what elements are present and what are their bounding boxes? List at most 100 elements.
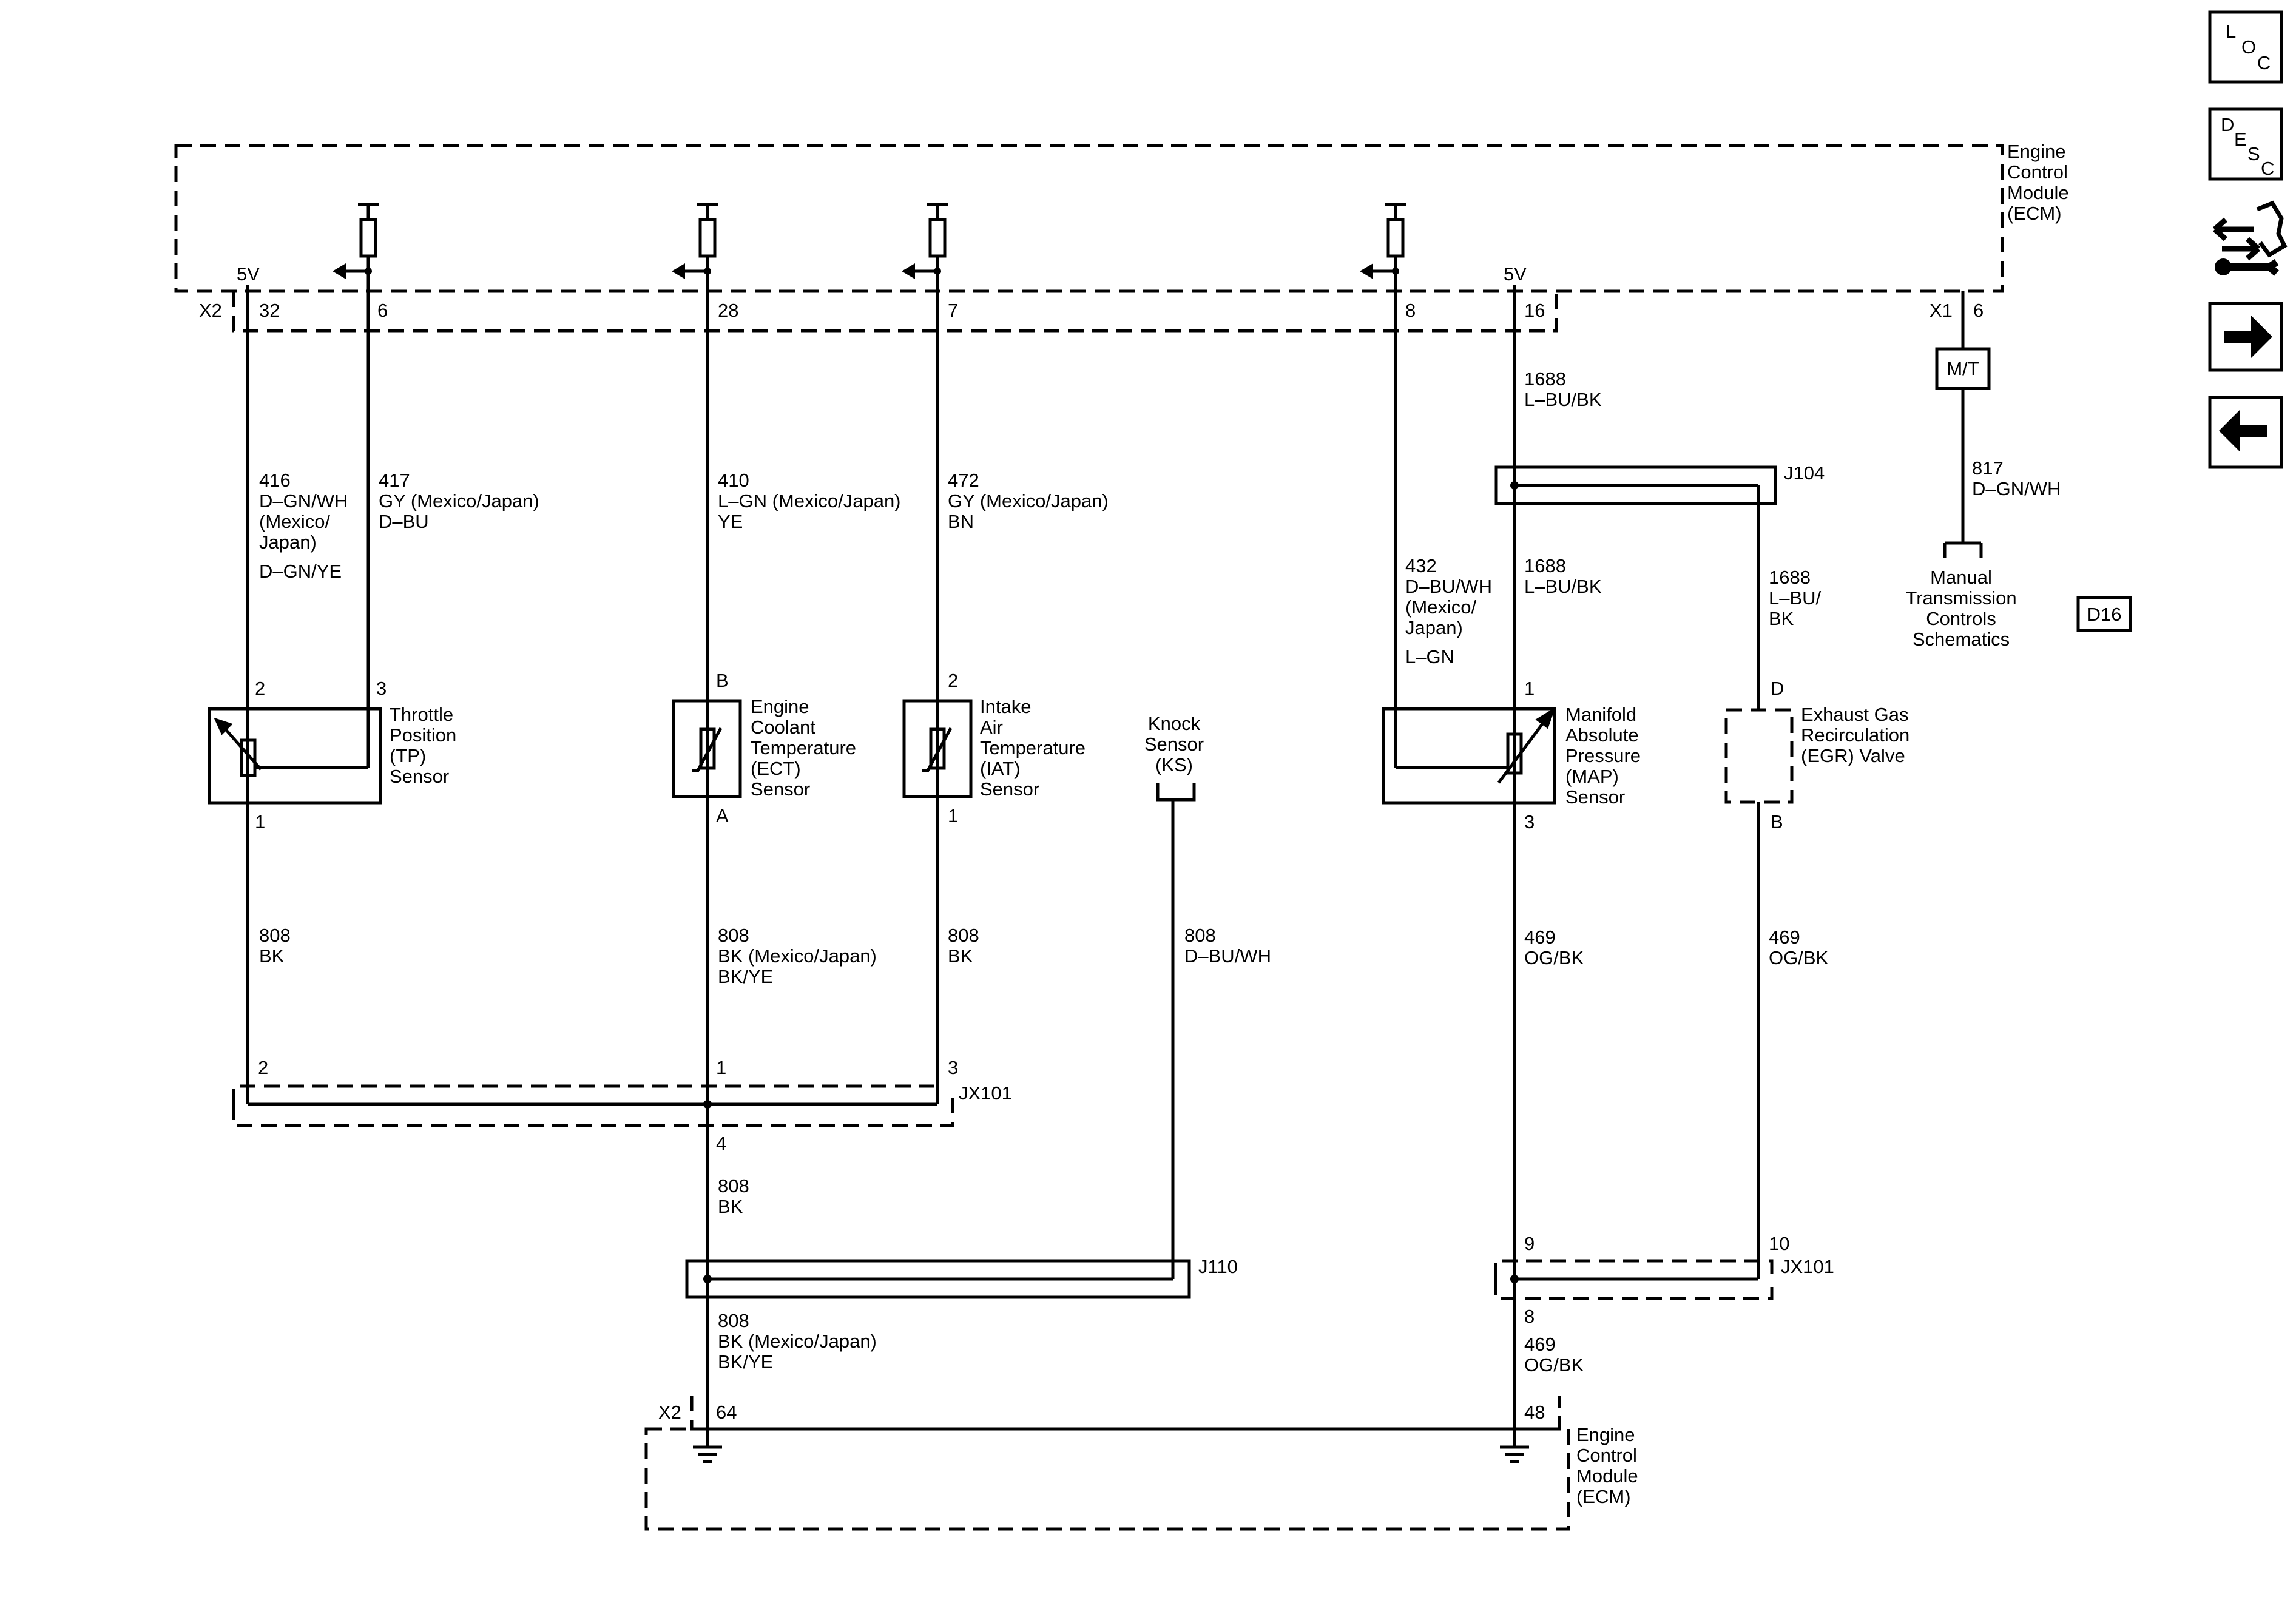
jx101-left-label: JX101 bbox=[959, 1082, 1012, 1104]
wire-808-tp-2: BK bbox=[259, 945, 285, 967]
pullup-resistor-tp bbox=[333, 203, 379, 279]
wire-472-2: GY (Mexico/Japan) bbox=[948, 490, 1109, 511]
arrow-left-icon[interactable] bbox=[2208, 396, 2283, 469]
wire-469-low-2: OG/BK bbox=[1524, 1354, 1584, 1376]
wire-808-mid-1: 808 bbox=[718, 1175, 749, 1197]
wire-1688-egr-3: BK bbox=[1769, 608, 1794, 629]
splice-j110: J110 bbox=[685, 1256, 1238, 1299]
desc-letter-s: S bbox=[2247, 143, 2260, 164]
wire-808-low-1: 808 bbox=[718, 1310, 749, 1331]
pin-28: 28 bbox=[718, 300, 738, 321]
iat-pin-2: 2 bbox=[948, 670, 958, 691]
loc-button[interactable]: L O C bbox=[2208, 10, 2283, 84]
ecm-top-label-4: (ECM) bbox=[2007, 203, 2062, 224]
wire-808-low-2: BK (Mexico/Japan) bbox=[718, 1331, 877, 1352]
wire-416-2: D–GN/WH bbox=[259, 490, 348, 511]
jx101-right-pin-10: 10 bbox=[1769, 1233, 1789, 1254]
map-pin-3: 3 bbox=[1524, 811, 1535, 832]
wire-472-1: 472 bbox=[948, 470, 979, 491]
jx101-left-pin-2: 2 bbox=[258, 1057, 268, 1078]
ect-label-5: Sensor bbox=[751, 778, 810, 800]
desc-letter-c: C bbox=[2261, 158, 2274, 179]
wire-410-2: L–GN (Mexico/Japan) bbox=[718, 490, 901, 511]
wire-808-iat-1: 808 bbox=[948, 925, 979, 946]
wire-432-5: L–GN bbox=[1405, 646, 1454, 667]
ecm-top: Engine Control Module (ECM) X2 X1 bbox=[174, 141, 2069, 333]
tp-label-2: Position bbox=[390, 724, 456, 746]
map-label-3: Pressure bbox=[1565, 745, 1641, 766]
iat-label-5: Sensor bbox=[980, 778, 1039, 800]
pin-64: 64 bbox=[716, 1402, 737, 1423]
iat-sensor: 2 1 Intake Air Temperature (IAT) Sensor bbox=[902, 670, 1086, 826]
manual-trans-reference[interactable]: Manual Transmission Controls Schematics bbox=[1905, 567, 2016, 650]
ect-label-3: Temperature bbox=[751, 737, 856, 758]
wire-432-1: 432 bbox=[1405, 555, 1437, 576]
jx101-right-pin-8: 8 bbox=[1524, 1306, 1535, 1327]
map-label-1: Manifold bbox=[1565, 704, 1636, 725]
wire-410-1: 410 bbox=[718, 470, 749, 491]
map-label-5: Sensor bbox=[1565, 786, 1625, 808]
knock-sensor: Knock Sensor (KS) bbox=[1144, 713, 1204, 802]
tp-pin-2: 2 bbox=[255, 678, 265, 699]
ect-label-2: Coolant bbox=[751, 717, 815, 738]
wire-808-iat-2: BK bbox=[948, 945, 973, 967]
tp-label-4: Sensor bbox=[390, 766, 449, 787]
connector-wrench-icon[interactable] bbox=[2213, 200, 2288, 276]
loc-letter-l: L bbox=[2226, 21, 2236, 42]
jx101-right-label: JX101 bbox=[1781, 1256, 1834, 1277]
manual-trans-ref-1: Manual bbox=[1930, 567, 1992, 588]
wire-432-2: D–BU/WH bbox=[1405, 576, 1492, 597]
ecm-bottom-label-3: Module bbox=[1576, 1465, 1638, 1487]
ecm-bottom: X2 64 48 Engine Control Module (ECM) bbox=[644, 1396, 1638, 1531]
desc-letter-d: D bbox=[2221, 114, 2234, 135]
splice-j104: J104 bbox=[1494, 462, 1825, 505]
wire-432-4: Japan) bbox=[1405, 617, 1463, 638]
wire-469-egr-2: OG/BK bbox=[1769, 947, 1829, 968]
page-ref-badge: D16 bbox=[2076, 596, 2132, 632]
ground-icon bbox=[1500, 1445, 1529, 1463]
desc-button[interactable]: D E S C bbox=[2208, 107, 2283, 181]
ecm-bottom-label-2: Control bbox=[1576, 1445, 1637, 1466]
loc-letter-o: O bbox=[2241, 36, 2256, 58]
wire-416-4: Japan) bbox=[259, 532, 317, 553]
wire-469-low-1: 469 bbox=[1524, 1334, 1556, 1355]
connector-jx101-right: JX101 9 10 8 bbox=[1494, 1233, 1834, 1327]
page-ref-label: D16 bbox=[2087, 604, 2122, 625]
iat-label-1: Intake bbox=[980, 696, 1031, 717]
wire-817-2: D–GN/WH bbox=[1972, 478, 2061, 499]
jx101-left-pin-3: 3 bbox=[948, 1057, 958, 1078]
pin-16: 16 bbox=[1524, 300, 1545, 321]
map-label-2: Absolute bbox=[1565, 724, 1639, 746]
j110-label: J110 bbox=[1198, 1256, 1238, 1277]
wires bbox=[246, 271, 1983, 1447]
wire-416-3: (Mexico/ bbox=[259, 511, 331, 532]
egr-pin-b: B bbox=[1771, 811, 1783, 832]
ecm-top-label-2: Control bbox=[2007, 161, 2068, 183]
ks-label-2: Sensor bbox=[1144, 734, 1204, 755]
iat-label-4: (IAT) bbox=[980, 758, 1021, 779]
wire-1688-map-1: 1688 bbox=[1524, 555, 1566, 576]
wire-417-3: D–BU bbox=[379, 511, 429, 532]
ect-pin-a: A bbox=[716, 805, 729, 826]
wire-469-egr-1: 469 bbox=[1769, 927, 1800, 948]
wire-432-3: (Mexico/ bbox=[1405, 596, 1477, 618]
ect-label-4: (ECT) bbox=[751, 758, 801, 779]
tp-pin-1: 1 bbox=[255, 811, 265, 832]
wire-808-ect-1: 808 bbox=[718, 925, 749, 946]
wire-1688-egr-2: L–BU/ bbox=[1769, 587, 1822, 609]
j104-label: J104 bbox=[1784, 462, 1825, 484]
pin-7: 7 bbox=[948, 300, 958, 321]
map-pin-1: 1 bbox=[1524, 678, 1535, 699]
arrow-right-icon[interactable] bbox=[2208, 302, 2283, 372]
ecm-pullup-resistors bbox=[333, 203, 1406, 279]
wire-808-ect-3: BK/YE bbox=[718, 966, 773, 987]
jx101-left-pin-4: 4 bbox=[716, 1133, 726, 1154]
wire-410-3: YE bbox=[718, 511, 743, 532]
manual-trans-ref-2: Transmission bbox=[1905, 587, 2016, 609]
iat-label-3: Temperature bbox=[980, 737, 1086, 758]
wire-416-1: 416 bbox=[259, 470, 291, 491]
wire-416-5: D–GN/YE bbox=[259, 561, 342, 582]
egr-label-2: Recirculation bbox=[1801, 724, 1909, 746]
wire-labels: 416 D–GN/WH (Mexico/ Japan) D–GN/YE 417 … bbox=[259, 368, 2061, 1376]
ecm-bottom-label-4: (ECM) bbox=[1576, 1486, 1631, 1507]
